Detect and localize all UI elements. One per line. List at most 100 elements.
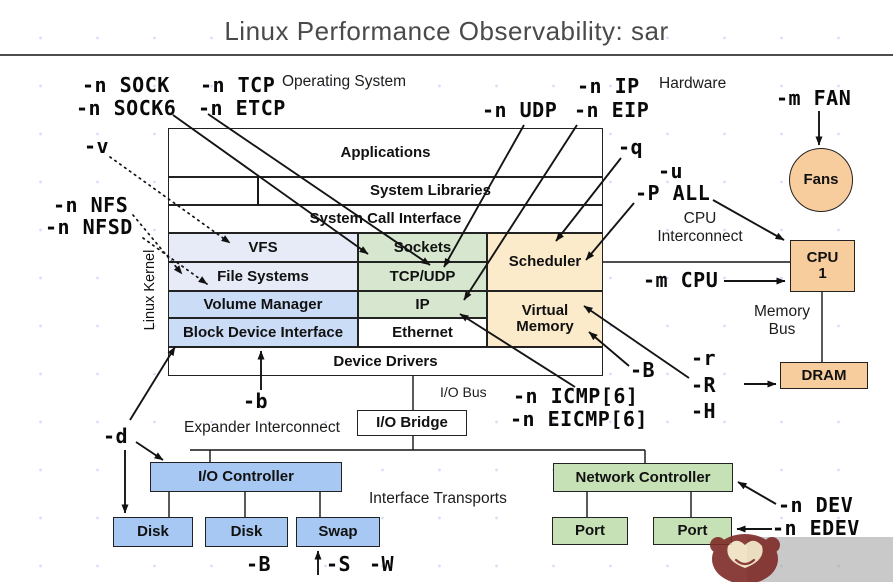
box-applications-label: Applications: [340, 143, 431, 161]
flag-v: -v: [84, 134, 110, 158]
box-block-device-interface: Block Device Interface: [168, 318, 358, 347]
flag-r-upper: -R: [691, 373, 717, 397]
box-vfs-label: VFS: [248, 238, 278, 256]
flag-s-swap: -S: [326, 552, 352, 576]
box-ip-label: IP: [415, 295, 430, 313]
page-title: Linux Performance Observability: sar: [224, 16, 669, 46]
arrow-d-to-io-controller: [135, 441, 164, 461]
flag-u: -u: [658, 159, 684, 183]
flag-n-icmp6: -n ICMP[6]: [513, 384, 639, 408]
box-virtual-memory-label-1: Virtual: [521, 302, 569, 320]
arrow-v-to-vfs: [109, 156, 231, 244]
arrow-nip-to-ip: [463, 124, 578, 301]
box-virtual-memory-label-2: Memory: [516, 318, 574, 335]
box-virtual-memory: Virtual Memory: [487, 291, 603, 347]
box-system-libraries-label: System Libraries: [370, 182, 491, 200]
box-volume-manager-label: Volume Manager: [203, 295, 323, 313]
box-swap-label: Swap: [318, 523, 358, 541]
flag-n-eip: -n EIP: [574, 98, 650, 122]
box-system-call-interface: System Call Interface: [168, 205, 603, 233]
box-system-call-interface-label: System Call Interface: [309, 210, 462, 228]
box-port-1-label: Port: [575, 522, 605, 540]
box-disk-1: Disk: [113, 517, 193, 547]
memory-bus-label-1: Memory: [754, 303, 810, 320]
flag-b-swap: -B: [246, 552, 272, 576]
box-io-bridge-label: I/O Bridge: [376, 414, 448, 432]
flag-n-tcp: -n TCP: [200, 73, 276, 97]
box-ethernet: Ethernet: [358, 318, 487, 347]
box-tcp-udp-label: TCP/UDP: [389, 267, 456, 285]
flag-q: -q: [618, 135, 644, 159]
box-cpu-label-2: 1: [818, 265, 827, 282]
box-io-bridge: I/O Bridge: [357, 410, 467, 436]
box-disk-1-label: Disk: [137, 523, 169, 541]
flag-n-eicmp6: -n EICMP[6]: [510, 407, 648, 431]
box-fans: Fans: [789, 148, 853, 212]
box-disk-2-label: Disk: [230, 523, 263, 541]
arrow-nsock-to-sockets: [172, 114, 369, 255]
memory-bus-label-2: Bus: [768, 320, 796, 338]
flag-n-sock: -n SOCK: [82, 73, 170, 97]
arrow-nudp-to-tcpudp: [443, 124, 525, 268]
arrow-nicmp-to-ip: [459, 313, 576, 388]
box-network-controller: Network Controller: [553, 463, 733, 492]
flag-n-nfs: -n NFS: [53, 193, 129, 217]
flag-w-swap: -W: [369, 552, 395, 576]
box-cpu-label-1: CPU: [806, 249, 839, 267]
box-device-drivers-label: Device Drivers: [333, 352, 438, 370]
arrow-d-to-block-device-interface: [129, 346, 176, 421]
flag-n-edev: -n EDEV: [772, 516, 860, 540]
box-disk-2: Disk: [205, 517, 288, 547]
box-scheduler: Scheduler: [487, 233, 603, 291]
flag-n-nfsd: -n NFSD: [45, 215, 133, 239]
flag-n-udp: -n UDP: [482, 98, 558, 122]
box-swap: Swap: [296, 517, 380, 547]
flag-m-fan: -m FAN: [776, 86, 852, 110]
box-port-1: Port: [552, 517, 628, 545]
box-io-controller-label: I/O Controller: [198, 468, 294, 486]
flag-b-block: -b: [243, 389, 269, 413]
arrow-pall-to-scheduler: [585, 202, 635, 261]
flag-b-virtual-memory: -B: [630, 358, 656, 382]
box-system-libraries: System Libraries: [258, 177, 603, 205]
box-device-drivers: Device Drivers: [168, 347, 603, 376]
box-file-systems-label: File Systems: [217, 267, 309, 285]
arrow-rRH-to-virtual-memory: [583, 305, 690, 379]
box-dram-label: DRAM: [801, 366, 847, 384]
io-bus-label: I/O Bus: [440, 384, 487, 400]
box-ethernet-label: Ethernet: [392, 323, 453, 341]
box-volume-manager: Volume Manager: [168, 291, 358, 318]
box-io-controller: I/O Controller: [150, 462, 342, 492]
flag-h: -H: [691, 399, 717, 423]
flag-d: -d: [103, 424, 129, 448]
operating-system-label: Operating System: [282, 73, 407, 90]
box-network-controller-label: Network Controller: [575, 468, 711, 486]
flag-n-etcp: -n ETCP: [198, 96, 286, 120]
flag-n-ip: -n IP: [577, 74, 640, 98]
arrow-ndev-to-network-controller: [737, 481, 777, 505]
box-file-systems: File Systems: [168, 262, 358, 291]
arrow-q-to-scheduler: [555, 157, 622, 242]
box-fans-label: Fans: [803, 171, 839, 189]
box-block-device-interface-label: Block Device Interface: [182, 323, 344, 341]
arrow-B-to-virtual-memory: [588, 331, 630, 367]
cpu-interconnect-label-2: Interconnect: [657, 227, 743, 245]
arrow-nnfs-to-file-systems: [132, 214, 183, 275]
box-port-2-label: Port: [677, 522, 708, 540]
flag-p-all: -P ALL: [635, 181, 711, 205]
expander-interconnect-label: Expander Interconnect: [184, 419, 340, 436]
flag-n-sock6: -n SOCK6: [76, 96, 177, 120]
memory-bus-label: Memory Bus: [745, 303, 819, 339]
box-vfs: VFS: [168, 233, 358, 262]
flag-n-dev: -n DEV: [778, 493, 854, 517]
box-tcp-udp: TCP/UDP: [358, 262, 487, 291]
box-sockets: Sockets: [358, 233, 487, 262]
box-scheduler-label: Scheduler: [508, 253, 582, 271]
hardware-label: Hardware: [659, 75, 727, 92]
flag-m-cpu: -m CPU: [643, 268, 719, 292]
watermark-logo: [710, 534, 780, 582]
arrow-pall-to-cpu: [712, 199, 785, 241]
